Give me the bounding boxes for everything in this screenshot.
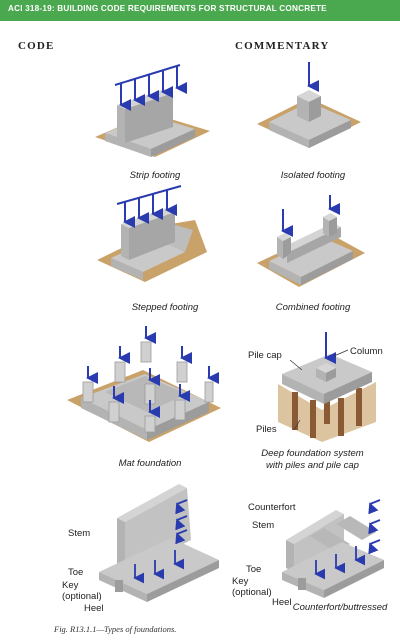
deep-foundation-caption-line1: Deep foundation system	[261, 448, 364, 459]
commentary-column-heading: COMMENTARY	[235, 40, 330, 52]
stem-label-right: Stem	[252, 520, 275, 531]
deep-foundation-caption-line2: with piles and pile cap	[266, 460, 359, 471]
toe-label-left: Toe	[68, 567, 84, 578]
header-title: ACI 318-19: BUILDING CODE REQUIREMENTS F…	[8, 4, 327, 13]
key-label-left: Key	[62, 580, 79, 591]
key-optional-label-right: (optional)	[232, 587, 272, 598]
cantilever-wall-illustration	[99, 484, 219, 602]
toe-label-right: Toe	[246, 564, 262, 575]
isolated-footing-illustration	[257, 62, 361, 148]
figure-caption: Fig. R13.1.1—Types of foundations.	[54, 624, 177, 634]
isolated-footing-caption: Isolated footing	[280, 170, 346, 181]
stem-label-left: Stem	[68, 528, 91, 539]
piles-label: Piles	[256, 424, 277, 435]
stepped-footing-caption: Stepped footing	[131, 302, 199, 313]
key-label-right: Key	[232, 576, 249, 587]
heel-label-left: Heel	[84, 603, 104, 614]
column-label: Column	[350, 346, 383, 357]
deep-foundation-illustration	[278, 332, 376, 442]
counterfort-label: Counterfort	[248, 502, 296, 513]
header-bar: ACI 318-19: BUILDING CODE REQUIREMENTS F…	[0, 0, 400, 21]
counterfort-wall-illustration	[282, 499, 384, 598]
pile-cap-label: Pile cap	[248, 350, 282, 361]
heel-label-right: Heel	[272, 597, 292, 608]
mat-foundation-illustration	[67, 326, 221, 442]
mat-foundation-caption: Mat foundation	[118, 458, 182, 469]
combined-footing-caption: Combined footing	[275, 302, 351, 313]
stepped-footing-illustration	[97, 185, 207, 282]
code-column-heading: CODE	[18, 40, 55, 52]
combined-footing-illustration	[257, 195, 365, 287]
strip-footing-caption: Strip footing	[129, 170, 181, 181]
strip-footing-illustration	[95, 64, 210, 157]
counterfort-caption: Counterfort/buttressed	[292, 602, 388, 613]
key-optional-label-left: (optional)	[62, 591, 102, 602]
